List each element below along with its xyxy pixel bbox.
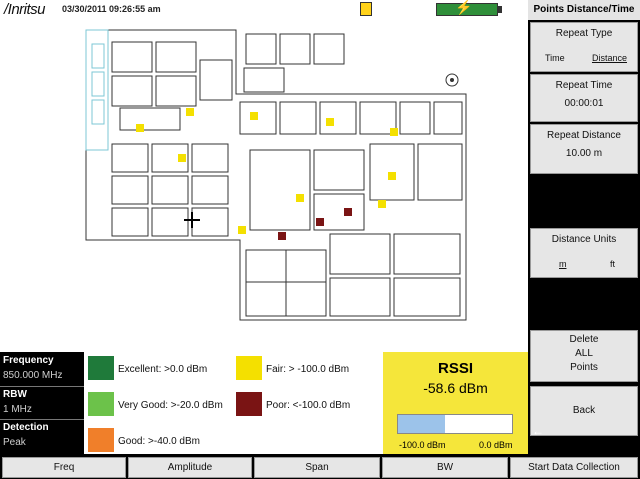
- gps-icon: [360, 2, 372, 16]
- fair-swatch: [236, 356, 262, 380]
- detection-value: Peak: [3, 437, 26, 448]
- floor-plan-map[interactable]: [0, 20, 528, 352]
- rssi-scale-min: -100.0 dBm: [399, 440, 446, 450]
- rssi-readout: RSSI -58.6 dBm -100.0 dBm 0.0 dBm: [383, 352, 528, 454]
- very-good-swatch: [88, 392, 114, 416]
- frequency-value: 850.000 MHz: [3, 370, 63, 381]
- very-good-label: Very Good: >-20.0 dBm: [118, 400, 223, 411]
- rssi-level-bar: [397, 414, 513, 434]
- rssi-value: -58.6 dBm: [423, 380, 488, 396]
- status-bar: /Inritsu 03/30/2011 09:26:55 am ⚡: [0, 0, 528, 21]
- poor-swatch: [236, 392, 262, 416]
- distance-units-label: Distance Units: [551, 234, 617, 245]
- repeat-time-value: 00:00:01: [564, 98, 604, 109]
- survey-points: [136, 108, 398, 240]
- delete-line2: ALL: [575, 348, 593, 359]
- survey-point-fair: [136, 124, 144, 132]
- distance-units-ft: ft: [609, 259, 615, 269]
- delete-all-points-button[interactable]: Delete ALL Points: [530, 330, 638, 382]
- repeat-type-label: Repeat Type: [555, 28, 613, 39]
- excellent-swatch: [88, 356, 114, 380]
- repeat-distance-button[interactable]: Repeat Distance 10.00 m: [530, 124, 638, 174]
- distance-units-button[interactable]: Distance Units m ft: [530, 228, 638, 278]
- survey-point-fair: [390, 128, 398, 136]
- building-outline: [85, 29, 467, 321]
- poor-label: Poor: <-100.0 dBm: [266, 400, 351, 411]
- excellent-label: Excellent: >0.0 dBm: [118, 364, 208, 375]
- battery-icon: [436, 3, 498, 16]
- menu-bw[interactable]: BW: [382, 457, 508, 478]
- softkey-panel: Points Distance/Time Repeat Type Time Di…: [528, 0, 640, 456]
- back-label: Back: [572, 405, 596, 416]
- survey-point-poor: [316, 218, 324, 226]
- survey-point-fair: [250, 112, 258, 120]
- panel-title: Points Distance/Time: [528, 0, 640, 20]
- delete-line1: Delete: [569, 334, 599, 345]
- survey-point-poor: [344, 208, 352, 216]
- cyan-wing: [85, 29, 109, 151]
- menu-amplitude[interactable]: Amplitude: [128, 457, 252, 478]
- back-arrow-icon: ←: [532, 424, 544, 438]
- compass-icon: [445, 73, 459, 87]
- survey-point-fair: [178, 154, 186, 162]
- survey-point-fair: [238, 226, 246, 234]
- repeat-distance-value: 10.00 m: [565, 148, 603, 159]
- good-label: Good: >-40.0 dBm: [118, 436, 200, 447]
- battery-tip: [498, 6, 502, 13]
- repeat-time-button[interactable]: Repeat Time 00:00:01: [530, 74, 638, 122]
- lightning-bolt-icon: ⚡: [455, 0, 473, 15]
- survey-point-fair: [378, 200, 386, 208]
- menu-freq[interactable]: Freq: [2, 457, 126, 478]
- measurement-params: Frequency 850.000 MHz RBW 1 MHz Detectio…: [0, 352, 84, 454]
- survey-point-poor: [278, 232, 286, 240]
- menu-span[interactable]: Span: [254, 457, 380, 478]
- frequency-label: Frequency: [3, 355, 54, 366]
- distance-units-m: m: [559, 259, 567, 269]
- back-button[interactable]: Back: [530, 386, 638, 436]
- menu-start-data-collection[interactable]: Start Data Collection: [510, 457, 638, 478]
- rssi-title: RSSI: [437, 360, 473, 377]
- rssi-level-fill: [398, 415, 446, 433]
- delete-line3: Points: [570, 362, 598, 373]
- survey-point-fair: [186, 108, 194, 116]
- datetime-display: 03/30/2011 09:26:55 am: [62, 4, 161, 14]
- survey-point-fair: [296, 194, 304, 202]
- repeat-type-button[interactable]: Repeat Type Time Distance: [530, 22, 638, 72]
- brand-logo: /Inritsu: [4, 1, 46, 18]
- rbw-label: RBW: [3, 389, 27, 400]
- survey-point-fair: [326, 118, 334, 126]
- position-marker-icon: [184, 212, 200, 228]
- detection-label: Detection: [3, 422, 49, 433]
- good-swatch: [88, 428, 114, 452]
- repeat-time-label: Repeat Time: [555, 80, 613, 91]
- fair-label: Fair: > -100.0 dBm: [266, 364, 350, 375]
- main-menu-bar: Freq Amplitude Span BW Start Data Collec…: [0, 456, 640, 479]
- repeat-type-distance: Distance: [591, 53, 627, 63]
- floor-plan-svg: [85, 29, 467, 321]
- repeat-distance-label: Repeat Distance: [547, 130, 621, 141]
- rssi-scale-max: 0.0 dBm: [479, 440, 513, 450]
- repeat-type-time: Time: [545, 53, 565, 63]
- rbw-value: 1 MHz: [3, 404, 32, 415]
- survey-point-fair: [388, 172, 396, 180]
